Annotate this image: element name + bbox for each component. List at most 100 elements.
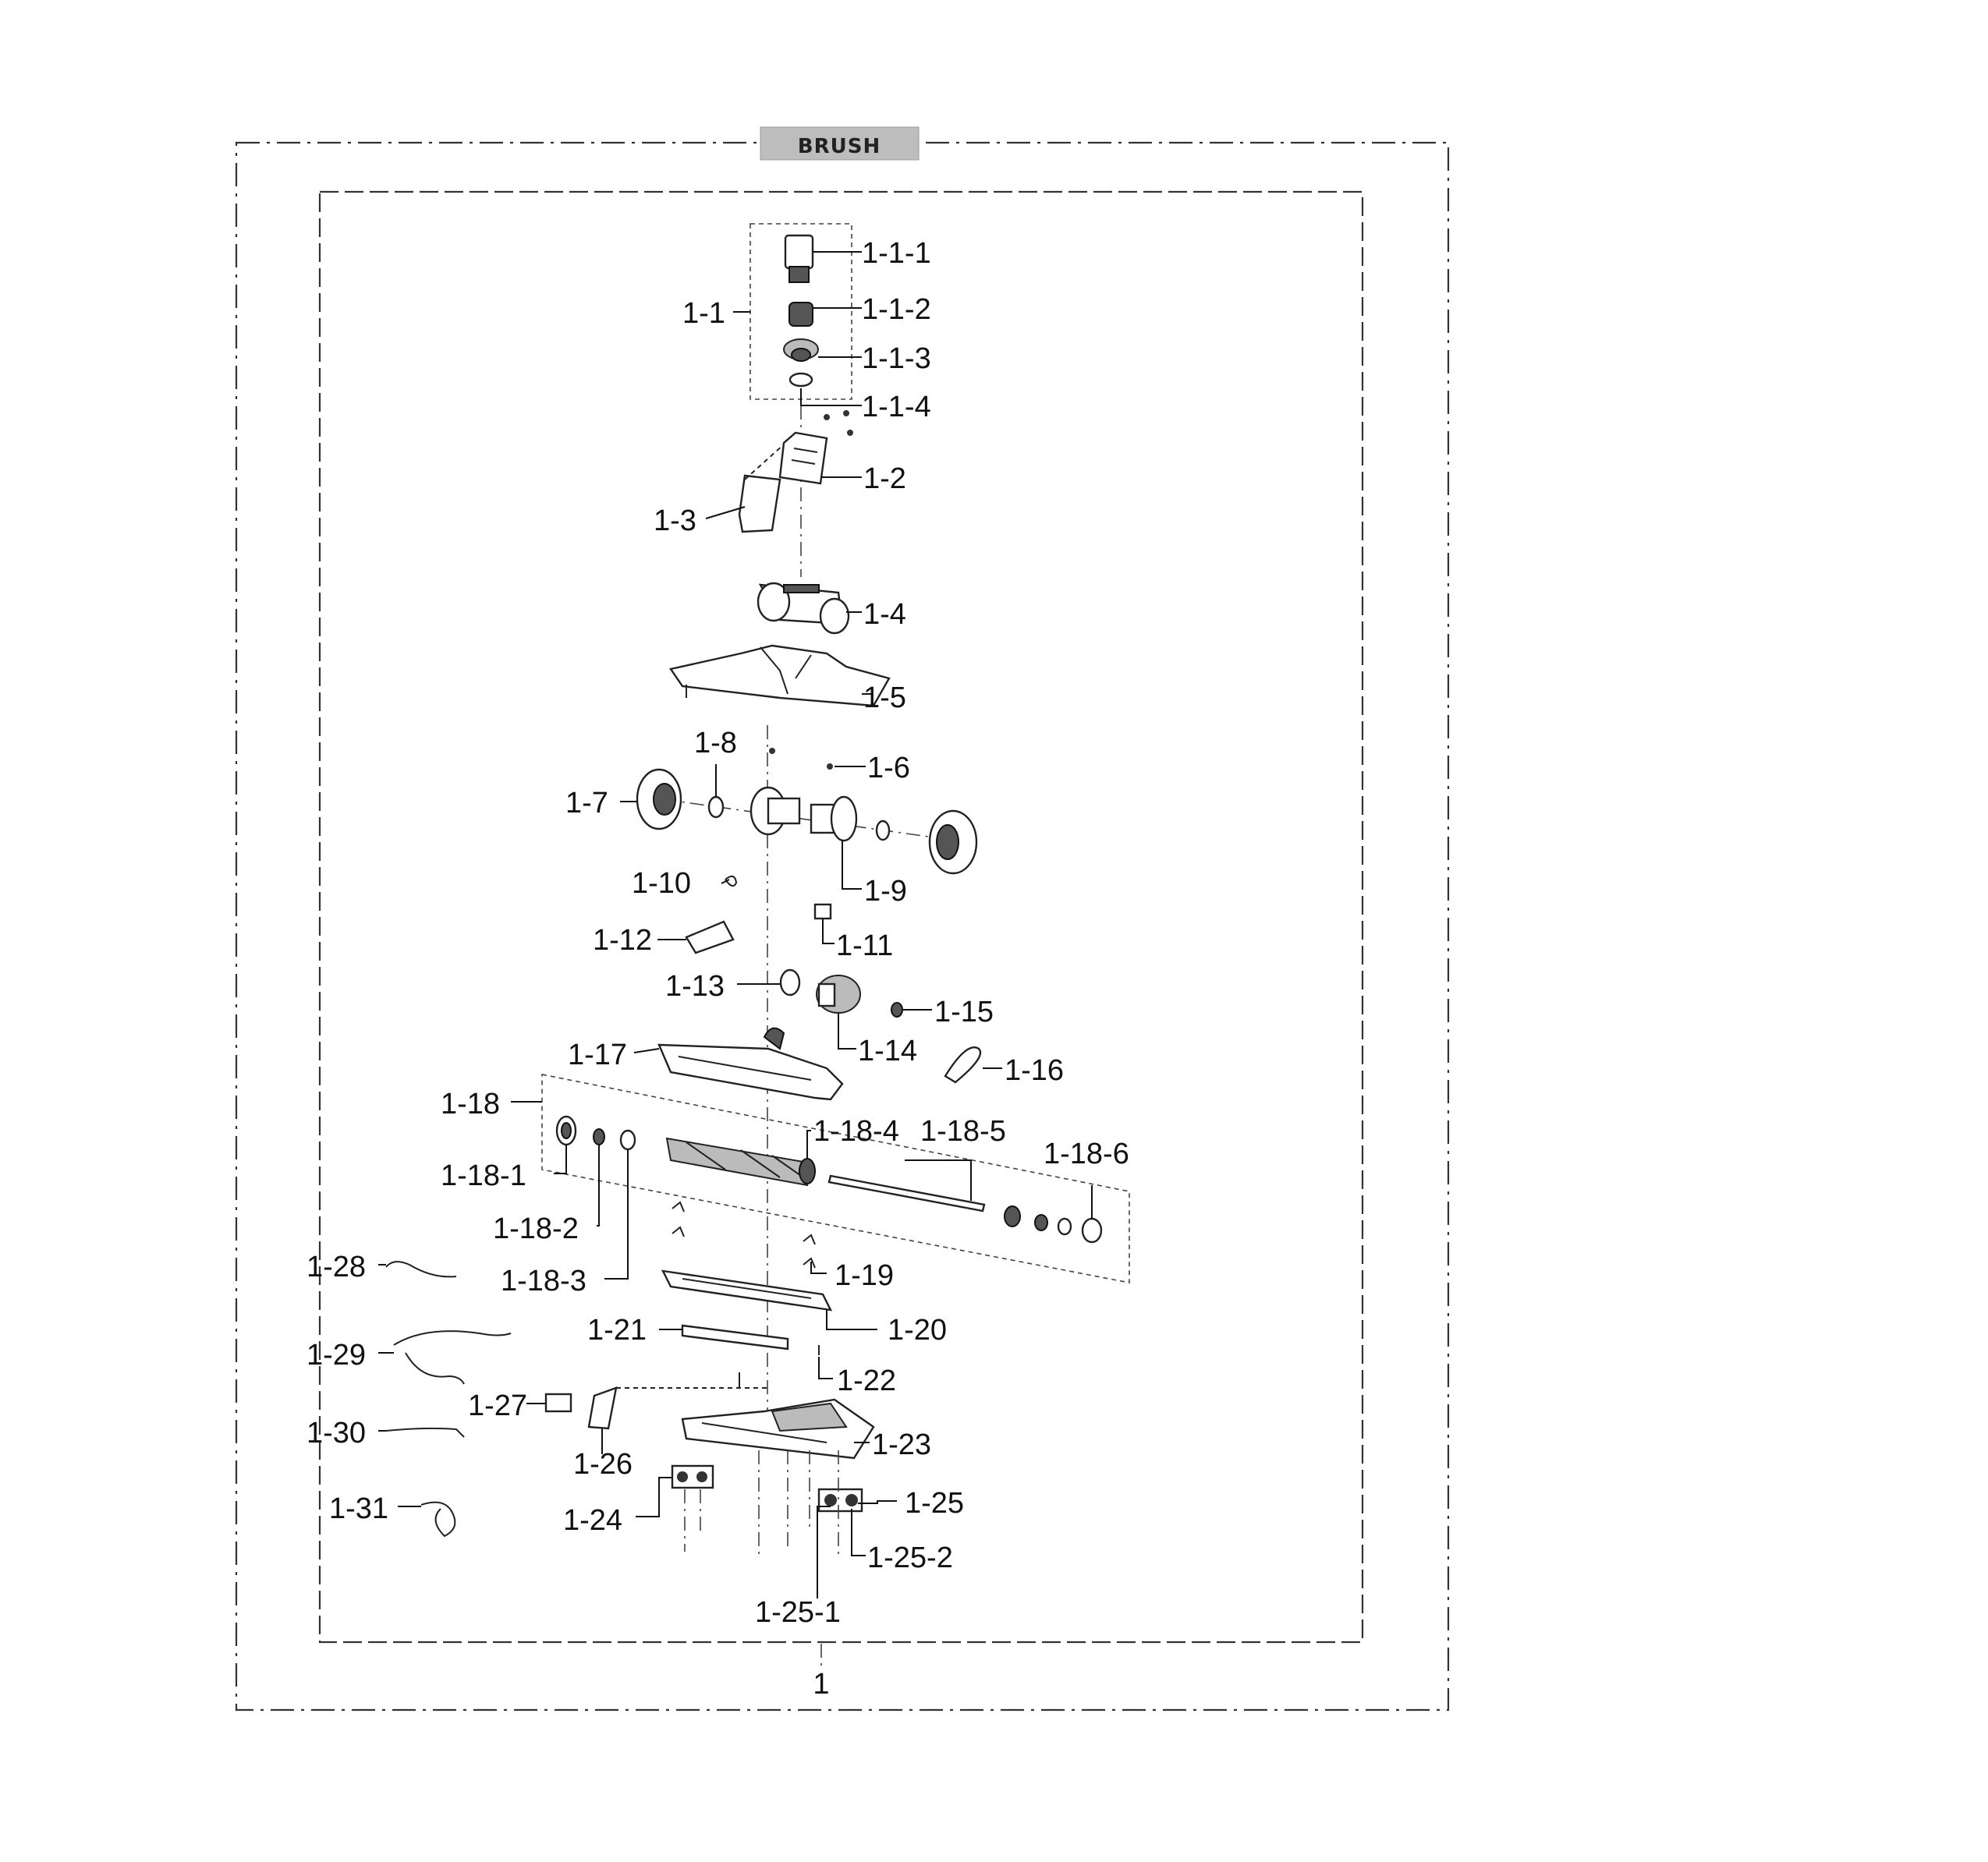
part-1-18-1 (555, 1115, 577, 1146)
part-1-28 (385, 1261, 457, 1278)
label-1-25: 1-25 (905, 1487, 964, 1520)
label-1-18-6: 1-18-6 (1044, 1138, 1129, 1170)
group-box-1-18 (541, 1074, 1130, 1283)
label-1-1: 1-1 (682, 297, 725, 330)
screw (769, 748, 775, 754)
part-1-6 (827, 763, 833, 770)
part-1-12 (685, 920, 735, 954)
label-1-18-3: 1-18-3 (501, 1265, 586, 1297)
inner-frame (318, 190, 1364, 1644)
title-banner: BRUSH (760, 126, 920, 161)
part-1-20 (661, 1269, 833, 1312)
part-1-7 (636, 768, 682, 830)
part-1-18-2 (593, 1128, 605, 1145)
part-1-5 (669, 644, 891, 707)
label-1-24: 1-24 (563, 1504, 622, 1537)
label-1-28: 1-28 (307, 1251, 366, 1283)
wheel-axis (662, 798, 968, 843)
label-1-1-2: 1-1-2 (862, 293, 931, 326)
right-wheel (928, 809, 978, 875)
label-assembly-1: 1 (813, 1668, 829, 1701)
label-1-4: 1-4 (863, 598, 906, 631)
diagram-title: BRUSH (798, 135, 881, 158)
label-1-12: 1-12 (593, 924, 652, 957)
part-1-18-3 (619, 1129, 636, 1151)
part-1-25 (817, 1488, 863, 1513)
label-1-23: 1-23 (872, 1428, 931, 1461)
brush-roll (665, 1137, 809, 1187)
label-1-6: 1-6 (867, 752, 910, 784)
part-1-2 (778, 431, 828, 485)
label-1-21: 1-21 (587, 1314, 647, 1347)
part-1-21 (681, 1324, 789, 1350)
small-screws (824, 410, 853, 436)
part-1-17 (657, 1027, 844, 1101)
label-1-19: 1-19 (835, 1259, 894, 1292)
label-1-5: 1-5 (863, 681, 906, 714)
part-1-11 (813, 903, 832, 920)
label-1-13: 1-13 (665, 970, 725, 1003)
label-1-8: 1-8 (694, 727, 737, 759)
label-1-11: 1-11 (836, 929, 893, 962)
screw-lines (684, 1450, 839, 1559)
label-1-31: 1-31 (329, 1492, 388, 1525)
callout-labels: 1-1-1 1-1-2 1-1-3 1-1-4 1-1 1-2 1-3 1-4 … (307, 237, 1129, 1701)
part-1-10 (725, 875, 738, 887)
part-1-1-1 (784, 234, 814, 283)
label-1-30: 1-30 (307, 1417, 366, 1450)
label-1-2: 1-2 (863, 462, 906, 495)
label-1-29: 1-29 (307, 1339, 366, 1372)
label-1-26: 1-26 (573, 1448, 633, 1481)
part-1-16 (944, 1046, 982, 1084)
part-1-27 (544, 1393, 572, 1413)
part-1-15 (891, 1002, 903, 1018)
outer-frame (235, 141, 1450, 1712)
label-1-1-3: 1-1-3 (862, 342, 931, 375)
part-1-18-4 (799, 1158, 816, 1184)
part-1-23 (681, 1398, 875, 1460)
label-1-18-2: 1-18-2 (493, 1212, 579, 1245)
dash-link (744, 444, 785, 480)
label-1-18-1: 1-18-1 (441, 1159, 526, 1192)
part-1-18-5 (827, 1174, 986, 1212)
label-1-14: 1-14 (858, 1035, 917, 1067)
label-1-15: 1-15 (934, 996, 994, 1028)
label-1-7: 1-7 (565, 787, 608, 819)
label-1-22: 1-22 (837, 1365, 896, 1397)
label-1-1-4: 1-1-4 (862, 391, 931, 423)
right-bearing-set (1004, 1205, 1072, 1236)
label-1-27: 1-27 (468, 1389, 527, 1422)
leader-lines (378, 251, 1093, 1598)
part-1-1-4 (788, 372, 813, 388)
label-1-10: 1-10 (632, 867, 691, 900)
hub (749, 786, 801, 836)
part-1-24 (671, 1464, 714, 1489)
part-1-29 (393, 1330, 512, 1385)
washer (875, 819, 891, 841)
part-1-4 (757, 582, 850, 635)
label-1-18-5: 1-18-5 (920, 1115, 1006, 1148)
part-1-30 (385, 1427, 465, 1438)
part-1-8 (707, 795, 725, 819)
label-1-18-4: 1-18-4 (813, 1115, 899, 1148)
part-1-13 (779, 968, 801, 996)
label-1-9: 1-9 (864, 875, 907, 908)
part-1-14 (816, 975, 861, 1014)
part-1-18-6 (1081, 1217, 1103, 1244)
label-1-25-2: 1-25-2 (867, 1542, 953, 1574)
part-1-31 (420, 1501, 456, 1538)
label-1-1-1: 1-1-1 (862, 237, 931, 270)
part-1-1-2 (788, 302, 813, 327)
part-1-26 (587, 1386, 618, 1430)
label-1-25-1: 1-25-1 (755, 1596, 841, 1629)
label-1-17: 1-17 (568, 1039, 627, 1071)
label-1-20: 1-20 (888, 1314, 947, 1347)
part-1-1-3 (783, 338, 819, 362)
part-1-19 (672, 1201, 816, 1269)
part-1-9 (810, 795, 858, 842)
part-1-3 (738, 474, 781, 533)
label-1-16: 1-16 (1005, 1054, 1064, 1087)
label-1-3: 1-3 (654, 504, 696, 537)
